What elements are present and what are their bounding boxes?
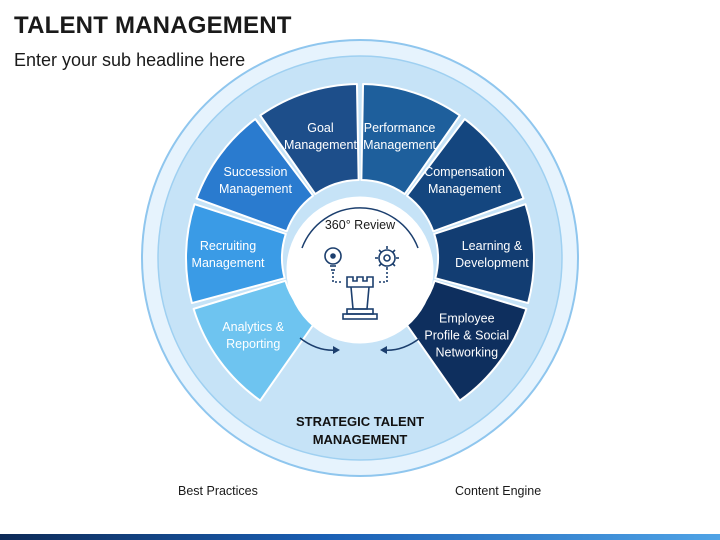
strategic-label-line1: STRATEGIC TALENT — [296, 414, 424, 429]
segment-label-analytics: Analytics & — [222, 320, 284, 334]
arrow-head-left — [333, 346, 340, 354]
segment-label-employee: Profile & Social — [424, 329, 509, 343]
segment-label-learning: Development — [455, 256, 529, 270]
strategic-label-line2: MANAGEMENT — [313, 432, 408, 447]
center-inner-arc — [301, 207, 419, 249]
segment-label-employee: Networking — [436, 346, 499, 360]
segment-learning — [433, 203, 535, 305]
segment-compensation — [405, 118, 525, 233]
segment-label-performance: Performance — [364, 121, 436, 135]
segment-succession — [195, 118, 315, 233]
bottom-accent-bar — [0, 534, 720, 540]
segment-goal — [259, 83, 360, 196]
chess-rook-icon — [342, 276, 378, 320]
segment-label-succession: Succession — [224, 165, 288, 179]
segment-label-learning: Learning & — [462, 239, 523, 253]
page-title: TALENT MANAGEMENT — [14, 12, 292, 39]
segment-performance — [360, 83, 461, 196]
arrow-head-right — [380, 346, 387, 354]
segment-recruiting — [185, 203, 287, 305]
page-subtitle: Enter your sub headline here — [14, 50, 246, 70]
segment-label-analytics: Reporting — [226, 337, 280, 351]
gear-icon — [375, 246, 399, 283]
segment-label-goal: Management — [284, 138, 357, 152]
segment-label-employee: Employee — [439, 312, 495, 326]
segment-label-performance: Management — [363, 138, 436, 152]
segment-label-recruiting: Recruiting — [200, 239, 256, 253]
segment-label-recruiting: Management — [192, 256, 265, 270]
content-engine-label: Content Engine — [455, 484, 542, 498]
segment-group: GoalManagementPerformanceManagementCompe… — [185, 83, 535, 402]
best-practices-label: Best Practices — [178, 484, 258, 498]
center-circle — [286, 196, 434, 344]
segment-label-goal: Goal — [307, 121, 333, 135]
segment-label-succession: Management — [219, 182, 292, 196]
review-label: 360° Review — [325, 218, 396, 232]
segment-label-compensation: Compensation — [424, 165, 505, 179]
segment-label-compensation: Management — [428, 182, 501, 196]
lightbulb-icon — [324, 247, 342, 283]
